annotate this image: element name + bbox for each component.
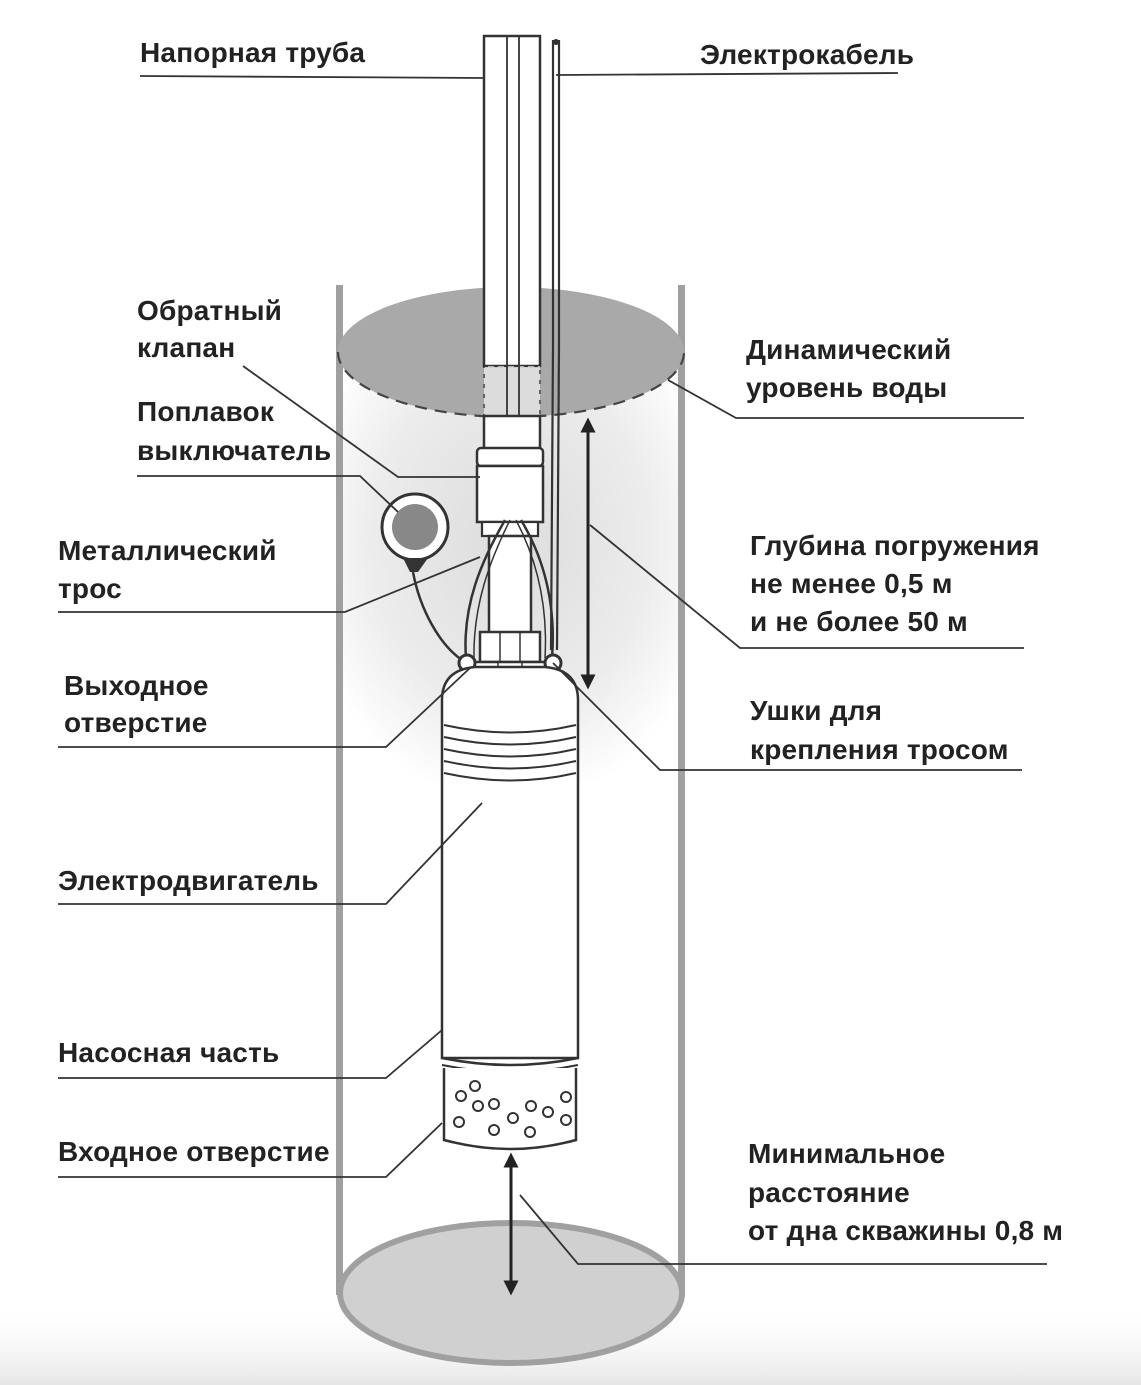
leader-lines bbox=[58, 72, 1047, 1265]
electric-cable bbox=[549, 39, 561, 651]
label-immersion-depth-line-2: не менее 0,5 м bbox=[750, 568, 953, 599]
inlet-holes bbox=[453, 1080, 572, 1138]
label-inlet: Входное отверстие bbox=[58, 1136, 330, 1167]
label-metal-cable-line-1: Металлический bbox=[58, 535, 277, 566]
label-lugs-line-2: крепления тросом bbox=[750, 734, 1009, 765]
label-immersion-depth-line-3: и не более 50 м bbox=[750, 606, 968, 637]
label-check-valve-line-1: Обратный bbox=[137, 295, 282, 326]
label-check-valve-line-2: клапан bbox=[137, 332, 235, 363]
label-min-distance-line-1: Минимальное bbox=[748, 1138, 945, 1169]
label-min-distance-line-2: расстояние bbox=[748, 1177, 910, 1208]
label-outlet-line-2: отверстие bbox=[64, 707, 208, 738]
label-min-distance-line-3: от дна скважины 0,8 м bbox=[748, 1215, 1063, 1246]
labels: Напорная труба Электрокабель Обратный кл… bbox=[58, 37, 1063, 1246]
pump-body bbox=[440, 665, 580, 1151]
label-electric-cable: Электрокабель bbox=[700, 39, 914, 70]
label-dynamic-level-line-1: Динамический bbox=[746, 334, 951, 365]
metal-cable bbox=[464, 519, 555, 659]
label-pressure-pipe: Напорная труба bbox=[140, 37, 365, 68]
label-float-switch-line-1: Поплавок bbox=[137, 396, 275, 427]
label-motor: Электродвигатель bbox=[58, 865, 319, 896]
label-lugs-line-1: Ушки для bbox=[750, 695, 882, 726]
label-outlet-line-1: Выходное bbox=[64, 670, 209, 701]
label-dynamic-level-line-2: уровень воды bbox=[746, 372, 947, 403]
label-metal-cable-line-2: трос bbox=[58, 573, 122, 604]
pressure-pipe bbox=[482, 34, 542, 458]
label-immersion-depth-line-1: Глубина погружения bbox=[750, 530, 1040, 561]
label-pump-section: Насосная часть bbox=[58, 1037, 279, 1068]
well-casing bbox=[336, 285, 685, 1295]
label-float-switch-line-2: выключатель bbox=[137, 435, 331, 466]
